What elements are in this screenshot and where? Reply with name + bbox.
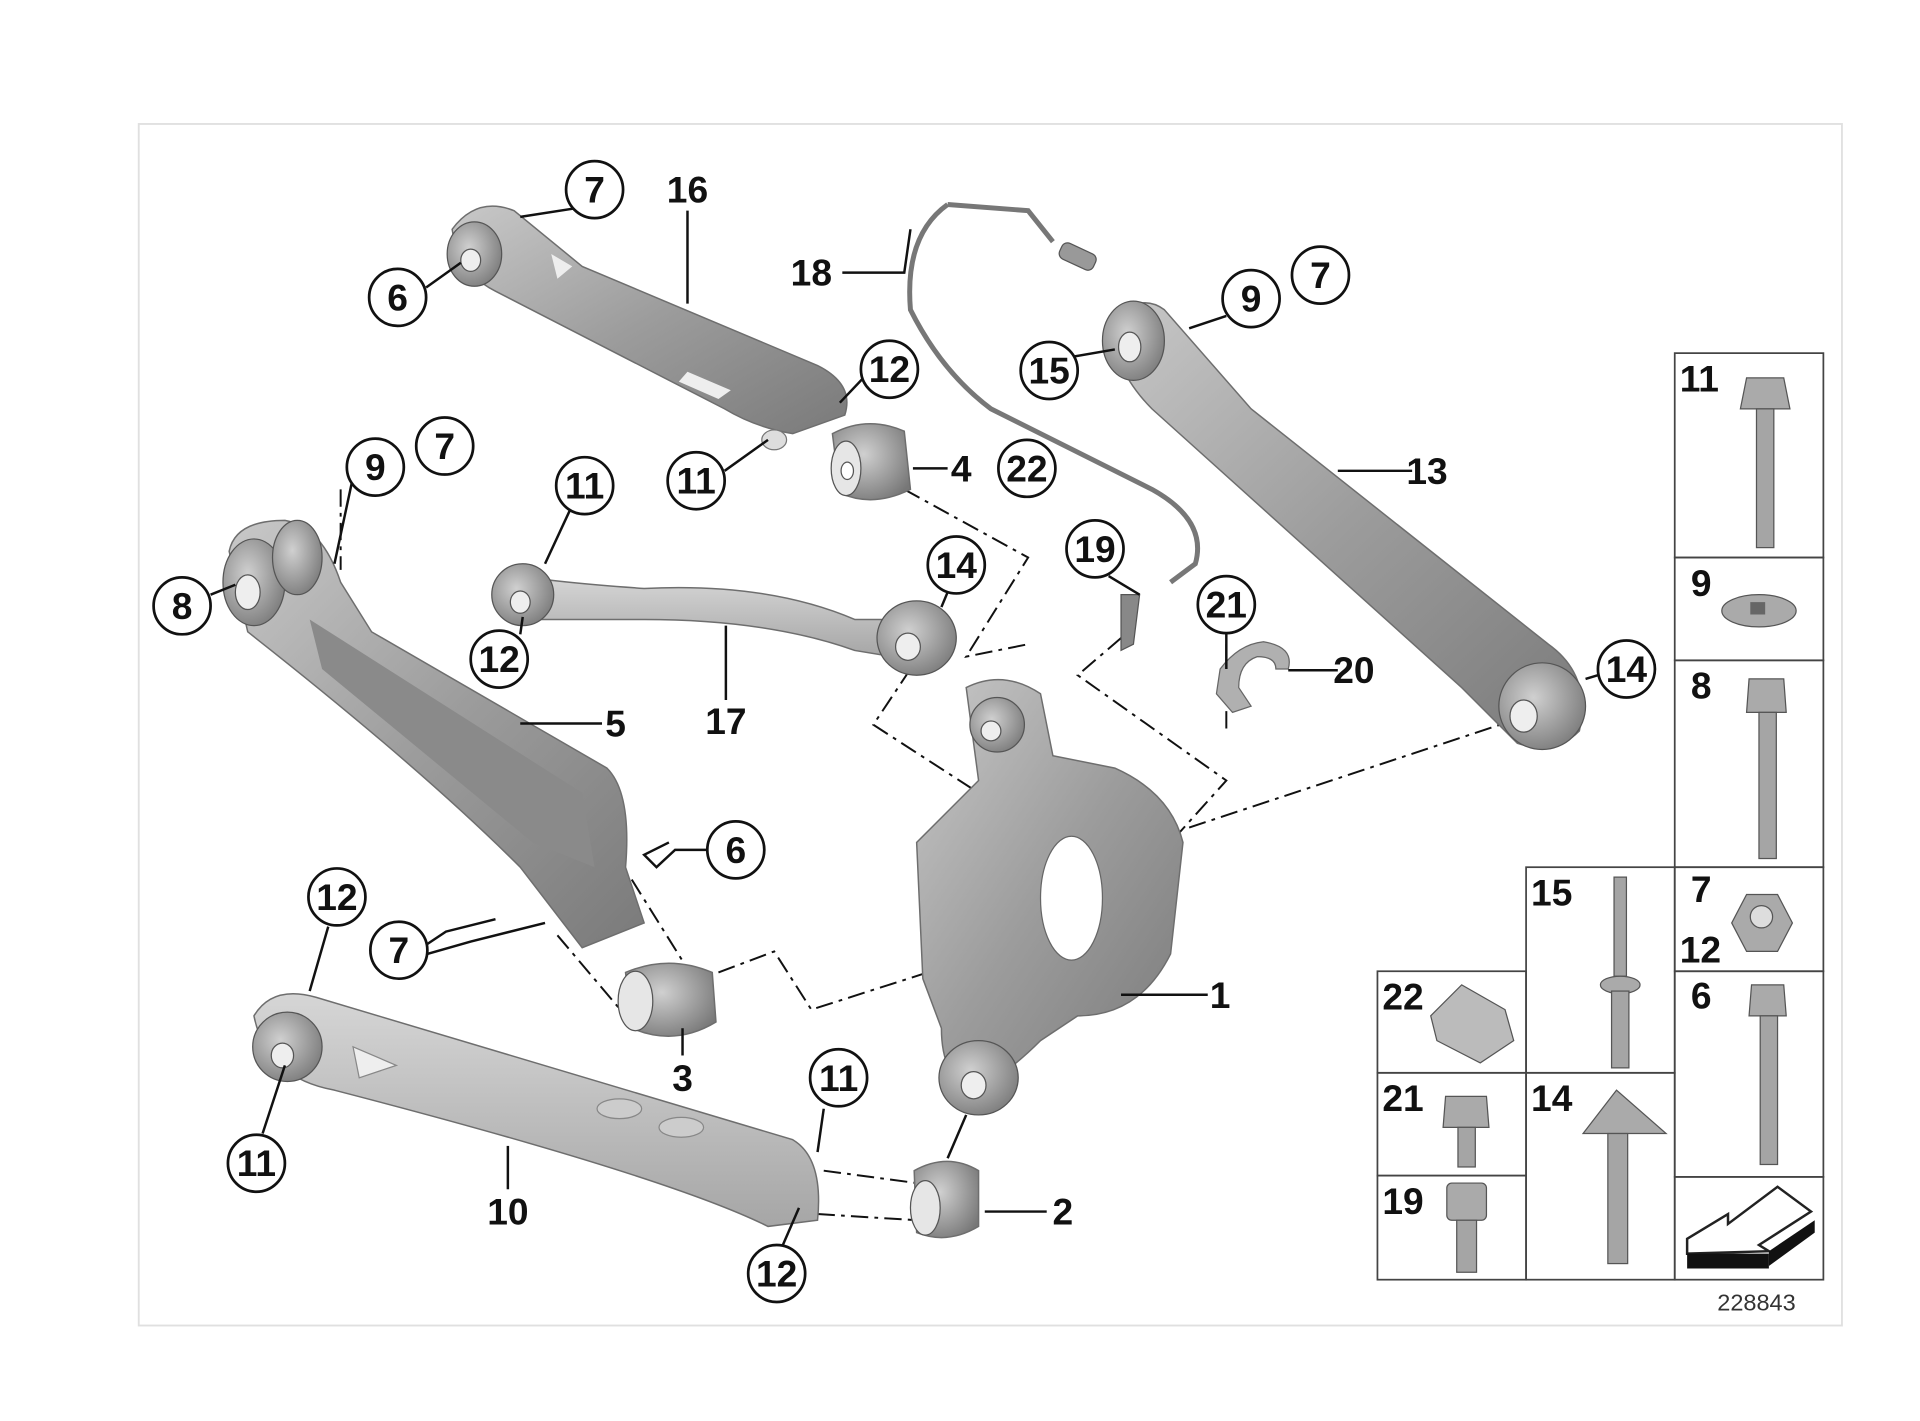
part-label[interactable]: 10: [487, 1191, 528, 1233]
svg-text:12: 12: [316, 876, 357, 918]
legend-item-14[interactable]: 14: [1531, 1077, 1668, 1265]
callout[interactable]: 6: [705, 820, 766, 880]
rubber-bushing-4[interactable]: [830, 422, 912, 501]
wheel-speed-sensor-18[interactable]: [907, 202, 1201, 652]
svg-text:14: 14: [936, 544, 978, 586]
callout[interactable]: 7: [414, 416, 475, 476]
svg-text:7: 7: [389, 929, 410, 971]
svg-text:12: 12: [1680, 929, 1721, 971]
legend-item-7-12[interactable]: 7 12: [1680, 868, 1794, 971]
svg-text:12: 12: [479, 638, 520, 680]
svg-text:7: 7: [1691, 868, 1712, 910]
svg-text:19: 19: [1382, 1180, 1423, 1222]
svg-text:22: 22: [1006, 447, 1047, 489]
svg-text:11: 11: [237, 1142, 276, 1184]
svg-text:8: 8: [1691, 665, 1712, 707]
callout[interactable]: 11: [554, 455, 615, 516]
rubber-bushing-2[interactable]: [909, 1160, 980, 1239]
svg-text:6: 6: [725, 829, 746, 871]
svg-text:15: 15: [1029, 349, 1070, 391]
part-label[interactable]: 2: [1052, 1191, 1073, 1233]
svg-text:15: 15: [1531, 872, 1572, 914]
svg-text:9: 9: [365, 446, 386, 488]
svg-text:11: 11: [819, 1057, 858, 1099]
callout[interactable]: 22: [997, 438, 1057, 499]
part-label[interactable]: 3: [672, 1057, 693, 1099]
legend-item-22[interactable]: 22: [1382, 976, 1515, 1064]
part-label[interactable]: 18: [791, 252, 832, 294]
legend-item-15[interactable]: 15: [1531, 872, 1641, 1069]
callout[interactable]: 7: [1290, 245, 1351, 305]
diagram-number: 228843: [1717, 1290, 1795, 1316]
callout[interactable]: 14: [1596, 639, 1657, 699]
svg-text:6: 6: [387, 276, 408, 318]
wheel-carrier-1[interactable]: [915, 678, 1184, 1116]
legend-item-19[interactable]: 19: [1382, 1180, 1488, 1273]
part-label[interactable]: 4: [951, 447, 972, 489]
part-label[interactable]: 16: [667, 169, 708, 211]
svg-text:14: 14: [1606, 648, 1648, 690]
part-label[interactable]: 20: [1333, 649, 1374, 691]
callout[interactable]: 19: [1065, 518, 1125, 579]
svg-text:8: 8: [172, 585, 193, 627]
svg-text:22: 22: [1382, 976, 1423, 1018]
part-label[interactable]: 17: [705, 700, 746, 742]
legend-item-6[interactable]: 6: [1691, 974, 1787, 1166]
callout[interactable]: 7: [369, 920, 429, 981]
svg-text:19: 19: [1074, 528, 1115, 570]
legend-item-9[interactable]: 9: [1691, 562, 1797, 628]
callout[interactable]: 14: [926, 535, 987, 595]
callout[interactable]: 7: [564, 159, 625, 220]
legend-item-21[interactable]: 21: [1382, 1077, 1490, 1168]
svg-text:6: 6: [1691, 974, 1712, 1016]
svg-text:12: 12: [869, 348, 910, 390]
callout[interactable]: 11: [226, 1133, 287, 1194]
bracket-20[interactable]: [1215, 641, 1290, 714]
svg-text:12: 12: [756, 1252, 797, 1294]
rubber-bushing-3[interactable]: [617, 962, 717, 1037]
part-label[interactable]: 5: [605, 703, 626, 745]
direction-arrow-icon: [1685, 1185, 1815, 1269]
lower-control-arm-10[interactable]: [252, 993, 820, 1228]
svg-text:7: 7: [1310, 254, 1331, 296]
svg-text:21: 21: [1206, 584, 1247, 626]
callout[interactable]: 6: [367, 267, 428, 328]
callout[interactable]: 15: [1019, 340, 1080, 401]
trailing-arm-5[interactable]: [222, 519, 646, 949]
callout[interactable]: 8: [152, 575, 212, 636]
legend-item-8[interactable]: 8: [1691, 665, 1787, 860]
svg-text:7: 7: [434, 425, 455, 467]
svg-text:9: 9: [1241, 278, 1262, 320]
part-label[interactable]: 1: [1210, 974, 1231, 1016]
callout[interactable]: 12: [746, 1243, 807, 1304]
wishbone-17[interactable]: [491, 563, 957, 676]
svg-text:21: 21: [1382, 1077, 1423, 1119]
legend-item-11[interactable]: 11: [1680, 358, 1791, 549]
svg-text:11: 11: [677, 460, 716, 502]
svg-text:7: 7: [584, 169, 605, 211]
part-label[interactable]: 13: [1406, 450, 1447, 492]
callout[interactable]: 21: [1196, 574, 1257, 635]
svg-text:11: 11: [565, 465, 604, 507]
upper-control-arm-16[interactable]: [446, 205, 848, 451]
svg-text:11: 11: [1680, 358, 1719, 400]
svg-text:9: 9: [1691, 562, 1712, 604]
callout[interactable]: 12: [859, 339, 920, 400]
callout[interactable]: 9: [345, 437, 406, 497]
fastener-legend: 11 9 8 7 12 6: [1376, 352, 1825, 1281]
control-arm-13[interactable]: [1101, 300, 1587, 751]
callout[interactable]: 12: [307, 867, 367, 927]
callout[interactable]: 11: [808, 1047, 869, 1108]
callout[interactable]: 12: [469, 629, 530, 689]
callout[interactable]: 9: [1221, 268, 1281, 329]
callout[interactable]: 11: [666, 450, 727, 511]
svg-text:14: 14: [1531, 1077, 1573, 1119]
